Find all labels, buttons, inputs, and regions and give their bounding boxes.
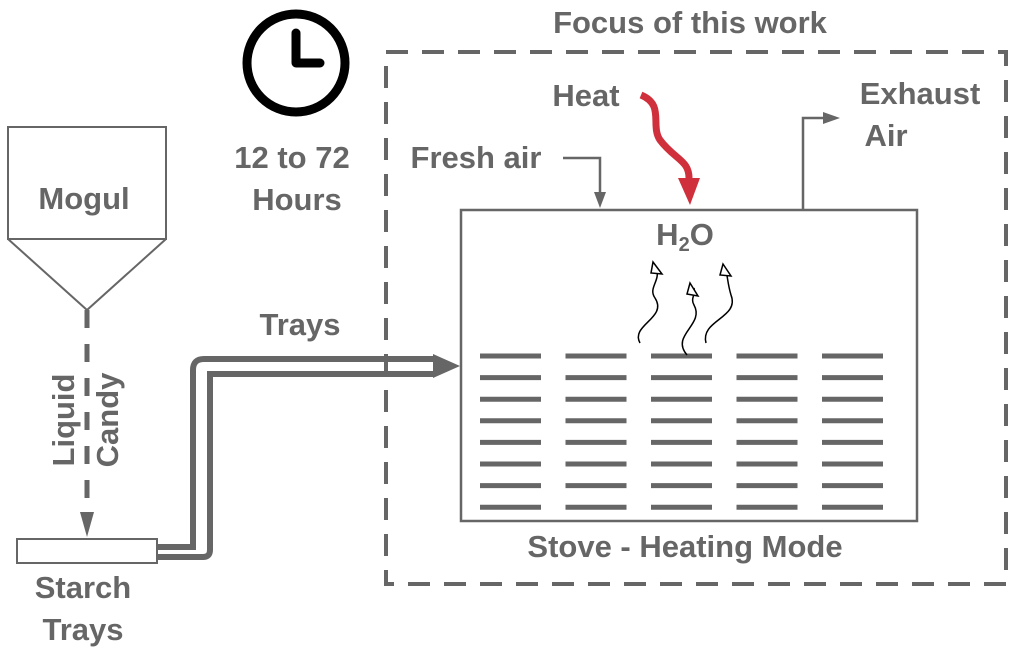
vapor-icon (637, 260, 734, 356)
exhaust-label-line1: Exhaust (860, 76, 981, 111)
liquid-label: Liquid (46, 374, 81, 467)
mogul-label: Mogul (38, 181, 129, 216)
heat-label: Heat (552, 78, 619, 113)
fresh-air-label: Fresh air (411, 140, 542, 175)
h2o-label: H2O (656, 217, 714, 256)
arrow-right-icon (433, 354, 460, 378)
focus-label: Focus of this work (553, 5, 828, 40)
duration-line2: Hours (252, 182, 342, 217)
heat-arrow-head-icon (678, 178, 700, 205)
mogul-hopper (7, 126, 167, 312)
arrow-down-icon (594, 192, 606, 208)
fresh-air-arrow (563, 156, 602, 198)
trays-conveyor (157, 356, 435, 560)
trays-label: Trays (259, 307, 340, 342)
heat-arrow (639, 91, 693, 181)
exhaust-label-line2: Air (864, 118, 907, 153)
clock-icon (242, 9, 350, 117)
exhaust-arrow (801, 116, 825, 210)
stove-box (459, 208, 919, 523)
duration-line1: 12 to 72 (234, 140, 349, 175)
arrow-down-icon (80, 512, 94, 537)
starch-label-line1: Starch (35, 570, 131, 605)
starch-tray (16, 538, 158, 564)
stove-label: Stove - Heating Mode (527, 529, 842, 564)
starch-label-line2: Trays (42, 612, 123, 647)
candy-label: Candy (90, 372, 125, 468)
tray-stack (480, 353, 883, 510)
arrow-right-icon (823, 112, 840, 124)
focus-region-border (384, 50, 1008, 586)
